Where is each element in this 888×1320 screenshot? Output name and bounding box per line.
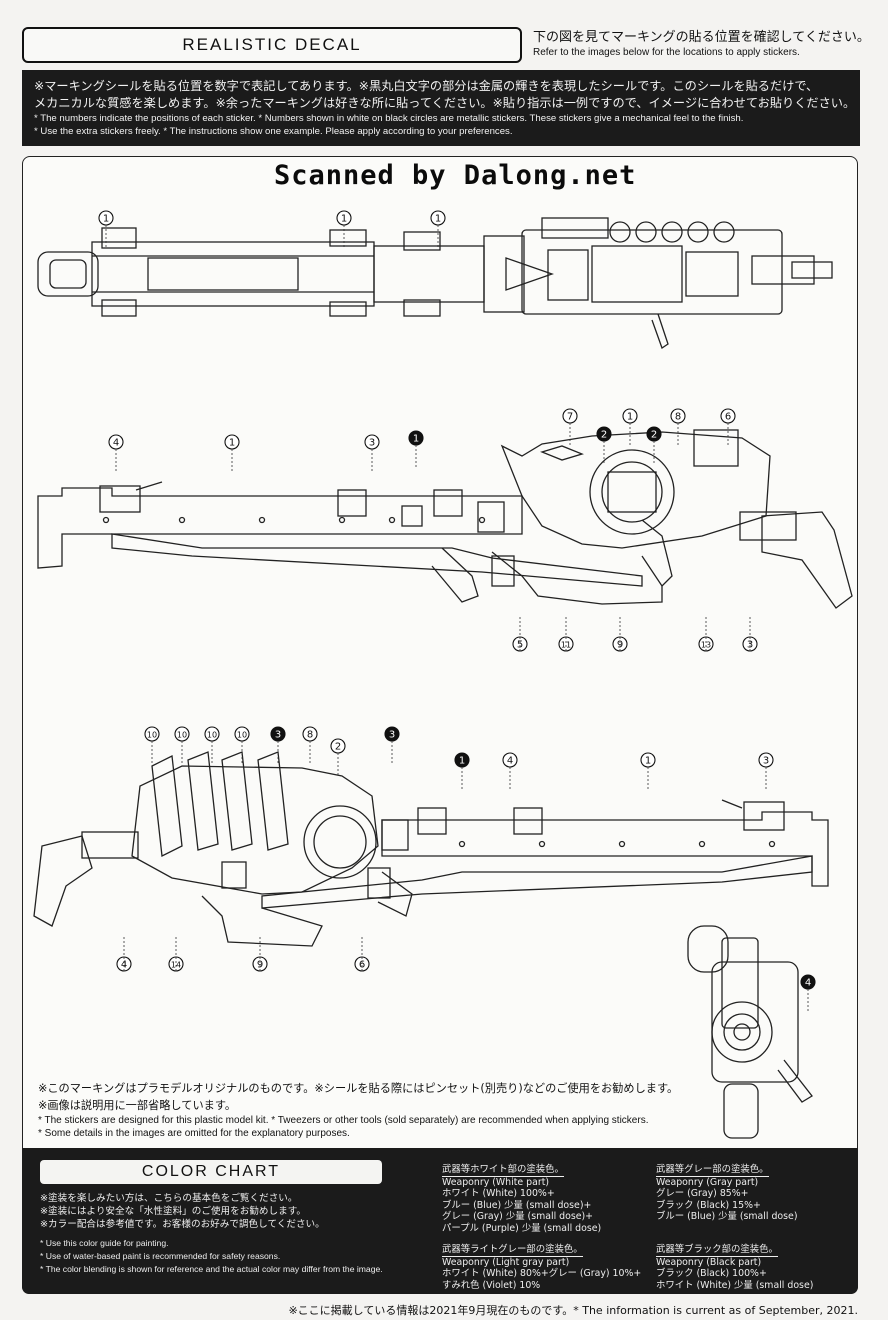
- marker-bottom-3-label: 10: [237, 731, 247, 740]
- note-ja-1: ※このマーキングはプラモデルオリジナルのものです。※シールを貼る際にはピンセット…: [38, 1082, 679, 1095]
- marker-bottom-6-label: 2: [335, 742, 341, 753]
- color-chart-title: COLOR CHART: [40, 1160, 382, 1184]
- marker-middle-0-label: 4: [113, 438, 119, 449]
- note-en-2: * Some details in the images are omitted…: [38, 1128, 350, 1139]
- note-ja-2: ※画像は説明用に一部省略しています。: [38, 1099, 237, 1112]
- marker-bottom-1-label: 10: [177, 731, 187, 740]
- rifle-front-view: [687, 925, 813, 1139]
- marker-bottom-10-label: 1: [645, 756, 651, 767]
- marker-middle-8-label: 8: [675, 412, 681, 423]
- color-chart-instructions: ※塗装を楽しみたい方は、こちらの基本色をご覧ください。 ※塗装にはより安全な「水…: [40, 1192, 440, 1276]
- mix-black: 武器等ブラック部の塗装色。 Weaponry (Black part) ブラック…: [656, 1244, 814, 1291]
- marker-middle-7-label: 2: [651, 430, 657, 441]
- decal-title: REALISTIC DECAL: [22, 27, 522, 63]
- marker-middle-9-label: 6: [725, 412, 731, 423]
- mix-light-gray: 武器等ライトグレー部の塗装色。 Weaponry (Light gray par…: [442, 1244, 642, 1291]
- marker-bottom-8-label: 1: [459, 756, 465, 767]
- marker-middle-2-label: 3: [369, 438, 375, 449]
- cc-en-1: * Use this color guide for painting.: [40, 1238, 169, 1248]
- marker-middle-4-label: 7: [567, 412, 573, 423]
- marker-top-1-label: 1: [341, 214, 347, 225]
- marker-bottom-2-label: 10: [207, 731, 217, 740]
- notice-en-2: * Use the extra stickers freely. * The i…: [34, 126, 513, 137]
- reference-text-en: Refer to the images below for the locati…: [533, 47, 800, 58]
- marker-bottom-0-label: 10: [147, 731, 157, 740]
- marker-bottom-5-label: 8: [307, 730, 313, 741]
- rifle-top-view: [37, 217, 833, 350]
- mix-white: 武器等ホワイト部の塗装色。 Weaponry (White part) ホワイト…: [442, 1164, 602, 1234]
- usage-notes: ※このマーキングはプラモデルオリジナルのものです。※シールを貼る際にはピンセット…: [38, 1080, 858, 1140]
- cc-en-3: * The color blending is shown for refere…: [40, 1264, 383, 1274]
- notice-en-1: * The numbers indicate the positions of …: [34, 113, 744, 124]
- cc-en-2: * Use of water-based paint is recommende…: [40, 1251, 281, 1261]
- cc-ja-2: ※塗装にはより安全な「水性塗料」のご使用をお勧めします。: [40, 1206, 306, 1217]
- marker-middle-1-label: 1: [229, 438, 235, 449]
- cc-ja-3: ※カラー配合は参考値です。お客様のお好みで調色してください。: [40, 1219, 325, 1230]
- scanner-watermark: Scanned by Dalong.net: [274, 160, 637, 191]
- cc-ja-1: ※塗装を楽しみたい方は、こちらの基本色をご覧ください。: [40, 1193, 298, 1204]
- callout-markers: 1114131721286511913310101010382314134149…: [98, 210, 816, 1011]
- info-date-footer: ※ここに掲載している情報は2021年9月現在のものです。* The inform…: [288, 1304, 858, 1317]
- marker-bottom-9-label: 4: [507, 756, 513, 767]
- marker-middle-5-label: 2: [601, 430, 607, 441]
- diagram-panel: [22, 156, 858, 1294]
- marker-middle-3-label: 1: [413, 434, 419, 445]
- notice-ja-2: メカニカルな質感を楽しめます。※余ったマーキングは好きな所に貼ってください。※貼…: [34, 96, 848, 110]
- marker-bottom-4-label: 3: [275, 730, 281, 741]
- marker-top-2-label: 1: [435, 214, 441, 225]
- sticker-notice: ※マーキングシールを貼る位置を数字で表記してあります。※黒丸白文字の部分は金属の…: [22, 70, 860, 146]
- color-chart-panel: COLOR CHART ※塗装を楽しみたい方は、こちらの基本色をご覧ください。 …: [22, 1148, 858, 1294]
- rifle-side-view-mirrored: [33, 751, 829, 947]
- marker-bottom-11-label: 3: [763, 756, 769, 767]
- notice-ja-1: ※マーキングシールを貼る位置を数字で表記してあります。※黒丸白文字の部分は金属の…: [34, 79, 819, 93]
- mix-gray: 武器等グレー部の塗装色。 Weaponry (Gray part) グレー (G…: [656, 1164, 798, 1222]
- marker-detail-0-label: 4: [805, 978, 811, 989]
- note-en-1: * The stickers are designed for this pla…: [38, 1115, 649, 1126]
- marker-middle-6-label: 1: [627, 412, 633, 423]
- marker-bottom-7-label: 3: [389, 730, 395, 741]
- rifle-side-view: [37, 429, 853, 609]
- reference-text-ja: 下の図を見てマーキングの貼る位置を確認してください。: [533, 30, 870, 45]
- marker-top-0-label: 1: [103, 214, 109, 225]
- weapon-diagrams: 1114131721286511913310101010382314134149…: [33, 210, 853, 1139]
